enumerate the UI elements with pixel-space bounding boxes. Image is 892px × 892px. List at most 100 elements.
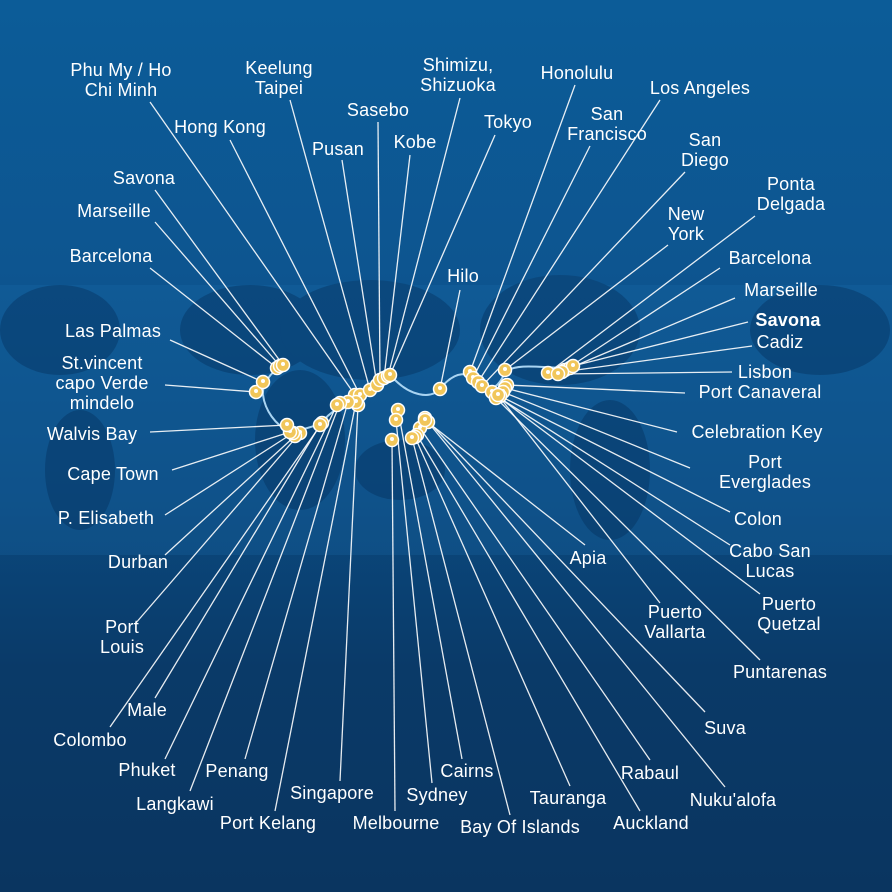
leader-line-port-kelang [274, 401, 357, 812]
port-label-marseille: Marseille [77, 201, 151, 221]
leader-line-pusan [341, 159, 378, 386]
port-label-langkawi: Langkawi [136, 794, 214, 814]
port-label-cadiz: Cadiz [756, 332, 804, 352]
port-label-kobe: Kobe [393, 132, 437, 152]
port-label-las-palmas: Las Palmas [64, 321, 162, 341]
port-label-port-canaveral: Port Canaveral [698, 382, 822, 402]
port-marker-savona[interactable] [275, 357, 291, 373]
port-label-colon: Colon [733, 509, 783, 529]
port-label-san-francisco: San Francisco [567, 104, 647, 144]
leader-line-cairns [397, 409, 463, 760]
leader-line-auckland [416, 434, 641, 812]
leader-line-savona [154, 189, 284, 366]
leader-line-colombo [109, 422, 323, 728]
leader-line-rabaul [419, 427, 651, 761]
leader-line-san-francisco [472, 145, 591, 379]
leader-line-cadiz [561, 345, 753, 373]
port-label-pusan: Pusan [311, 139, 365, 159]
leader-line-penang [244, 401, 349, 760]
port-label-shimizu-shizuoka: Shimizu, Shizuoka [420, 55, 496, 95]
leader-line-shimizu-shizuoka [387, 97, 461, 377]
port-marker-melbourne[interactable] [384, 432, 400, 448]
port-marker-savona[interactable] [565, 358, 581, 374]
land-masses [0, 275, 892, 555]
port-marker-apia[interactable] [417, 412, 433, 428]
leader-line-lisbon [557, 371, 733, 375]
port-label-hilo: Hilo [447, 266, 479, 286]
port-marker-st-vincent-capo-verde-mindelo[interactable] [248, 384, 264, 400]
port-label-marseille: Marseille [744, 280, 818, 300]
port-label-durban: Durban [107, 552, 169, 572]
port-label-nuku-alofa: Nuku'alofa [689, 790, 777, 810]
leader-line-kobe [383, 154, 411, 379]
leader-line-sydney [395, 419, 433, 784]
port-marker-lisbon[interactable] [550, 366, 566, 382]
port-marker-bay-of-islands[interactable] [404, 430, 420, 446]
port-marker-puerto-vallarta[interactable] [490, 387, 506, 403]
port-label-cape-town: Cape Town [67, 464, 159, 484]
port-label-rabaul: Rabaul [620, 763, 680, 783]
port-marker-las-palmas[interactable] [255, 374, 271, 390]
port-marker-sydney[interactable] [388, 412, 404, 428]
port-marker-walvis-bay[interactable] [279, 417, 295, 433]
leader-line-p-elisabeth [164, 432, 294, 516]
leader-line-singapore [339, 404, 359, 782]
leader-line-durban [164, 435, 296, 556]
port-marker-male[interactable] [312, 417, 328, 433]
port-label-barcelona: Barcelona [69, 246, 153, 266]
port-markers [248, 357, 581, 448]
port-label-st-vincent-capo-verde-mindelo: St.vincent capo Verde mindelo [55, 353, 149, 413]
leader-line-phuket [164, 404, 338, 760]
port-label-walvis-bay: Walvis Bay [46, 424, 138, 444]
leader-line-nuku-alofa [427, 421, 726, 788]
port-label-male: Male [127, 700, 167, 720]
port-label-puerto-vallarta: Puerto Vallarta [644, 602, 706, 642]
leader-line-port-everglades [502, 391, 691, 469]
port-marker-tokyo[interactable] [382, 367, 398, 383]
leader-line-port-canaveral [506, 384, 686, 394]
leader-line-tauranga [414, 436, 571, 787]
port-label-puerto-quetzal: Puerto Quetzal [757, 594, 821, 634]
leader-line-puerto-quetzal [491, 391, 761, 595]
port-marker-phuket[interactable] [329, 397, 345, 413]
port-label-ponta-delgada: Ponta Delgada [756, 174, 826, 214]
port-label-suva: Suva [704, 718, 746, 738]
port-label-savona: Savona [112, 168, 176, 188]
leader-line-st-vincent-capo-verde-mindelo [164, 384, 257, 393]
port-label-tauranga: Tauranga [529, 788, 607, 808]
leader-line-cape-town [171, 431, 291, 471]
leader-line-barcelona [149, 267, 278, 369]
port-label-port-louis: Port Louis [99, 617, 145, 657]
port-label-honolulu: Honolulu [540, 63, 614, 83]
port-label-new-york: New York [667, 204, 705, 244]
leader-line-melbourne [391, 439, 396, 812]
leader-line-bay-of-islands [411, 437, 511, 816]
port-label-penang: Penang [205, 761, 269, 781]
port-marker-hilo[interactable] [432, 381, 448, 397]
leader-lines [109, 84, 761, 816]
port-marker-new-york[interactable] [497, 362, 513, 378]
port-label-puntarenas: Puntarenas [732, 662, 828, 682]
leader-line-keelung-taipei [289, 99, 371, 391]
port-label-tokyo: Tokyo [483, 112, 533, 132]
port-label-colombo: Colombo [53, 730, 127, 750]
leader-line-savona [572, 321, 749, 367]
port-label-hong-kong: Hong Kong [174, 117, 266, 137]
leader-line-las-palmas [169, 339, 264, 383]
port-label-sasebo: Sasebo [346, 100, 410, 120]
leader-line-cabo-san-lucas [494, 394, 731, 546]
leader-line-apia [424, 419, 586, 546]
port-label-p-elisabeth: P. Elisabeth [57, 508, 155, 528]
leader-line-phu-my-ho-chi-minh [149, 101, 356, 396]
port-label-apia: Apia [569, 548, 607, 568]
leader-line-barcelona [564, 267, 721, 371]
port-label-los-angeles: Los Angeles [649, 78, 751, 98]
leader-line-hilo [439, 289, 461, 390]
leader-line-male [154, 424, 321, 699]
port-label-savona: Savona [755, 310, 821, 330]
leader-line-los-angeles [477, 99, 661, 383]
port-label-melbourne: Melbourne [352, 813, 440, 833]
port-label-auckland: Auckland [613, 813, 689, 833]
port-label-sydney: Sydney [406, 785, 468, 805]
